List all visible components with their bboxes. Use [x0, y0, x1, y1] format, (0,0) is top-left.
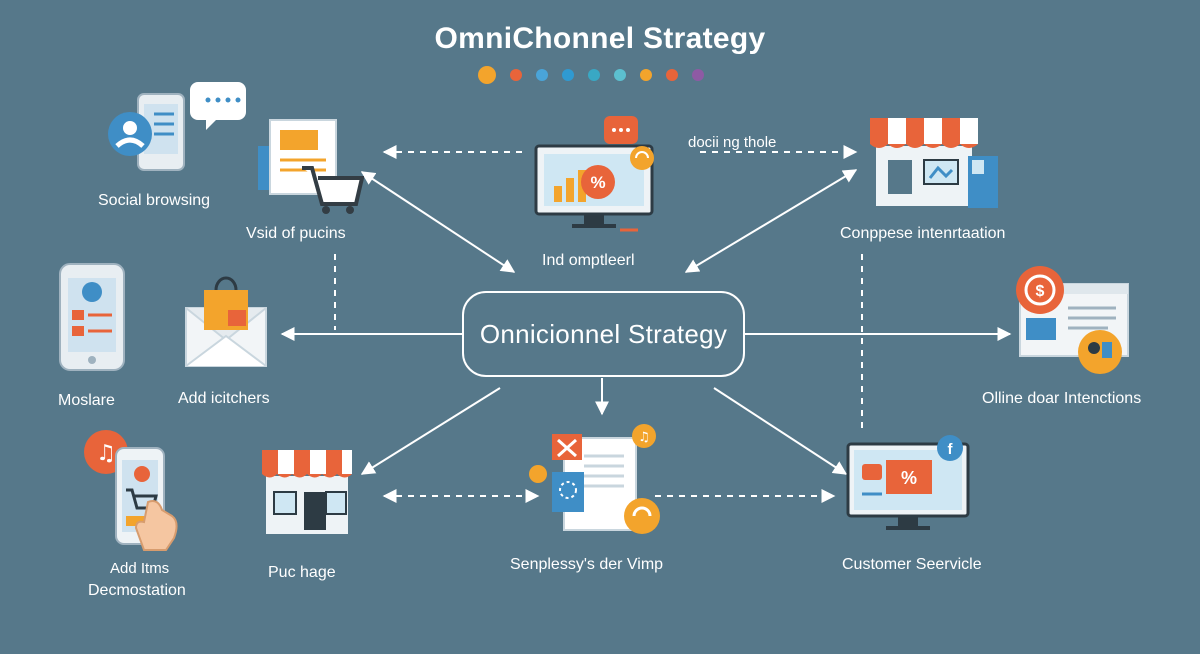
color-dot — [614, 69, 626, 81]
color-dot — [640, 69, 652, 81]
label-vsid-of-pucins: Vsid of pucins — [246, 225, 346, 242]
center-label: Onnicionnel Strategy — [479, 318, 728, 349]
svg-text:%: % — [590, 173, 605, 192]
label-olline-doar-intenctions: Olline doar Intenctions — [982, 390, 1142, 407]
mobile-app-icon — [59, 263, 125, 371]
social-profile-phone-icon — [108, 82, 246, 171]
document-tools-icon: ♫ — [529, 424, 660, 534]
desktop-analytics-icon: % — [534, 116, 654, 232]
color-dot — [510, 69, 522, 81]
online-payment-browser-icon: $ — [1016, 266, 1129, 374]
svg-text:f: f — [948, 441, 954, 458]
storefront-icon — [262, 450, 352, 534]
customer-service-monitor-icon: % f — [846, 435, 970, 530]
label-puc-hage: Puc hage — [268, 564, 336, 581]
label-senplessys-der-vimp: Senplessy's der Vimp — [510, 556, 664, 573]
label-social-browsing: Social browsing — [98, 192, 211, 209]
label-compese-interntaation: Conppese intenrtaation — [840, 225, 1006, 242]
storefront-icon — [870, 118, 998, 208]
arrow-to-bottom-right — [713, 387, 848, 475]
svg-text:♫: ♫ — [638, 430, 650, 445]
diagram-title: OmniChonnel Strategy — [434, 22, 766, 55]
arrow-to-bottom-left — [360, 387, 501, 475]
top-connector-label: docii ng thole — [688, 134, 777, 151]
svg-text:♫: ♫ — [96, 441, 116, 466]
label-customer-seervicle: Customer Seervicle — [842, 556, 982, 573]
center-node: Onnicionnel Strategy — [462, 291, 745, 377]
color-dot — [562, 69, 574, 81]
svg-text:$: $ — [1036, 283, 1045, 300]
label-moslare: Moslare — [58, 392, 115, 409]
color-dot — [536, 69, 548, 81]
arrow-to-top-left — [360, 171, 516, 273]
phone-tap-icon: ♫ — [84, 430, 178, 551]
color-dot — [588, 69, 600, 81]
shopping-cart-icon — [258, 119, 364, 214]
shopping-bag-envelope-icon — [185, 276, 267, 367]
color-dots — [474, 66, 744, 86]
label-add-icitchers: Add icitchers — [178, 390, 270, 407]
label-add-items: Add Itms — [110, 560, 170, 577]
color-dot — [478, 66, 496, 84]
arrow-to-top-right — [684, 169, 858, 273]
svg-text:%: % — [901, 468, 917, 488]
color-dot — [666, 69, 678, 81]
color-dot — [692, 69, 704, 81]
label-ind-ompteerl: Ind omptleerl — [542, 252, 635, 269]
label-decmostation: Decmostation — [88, 582, 186, 599]
